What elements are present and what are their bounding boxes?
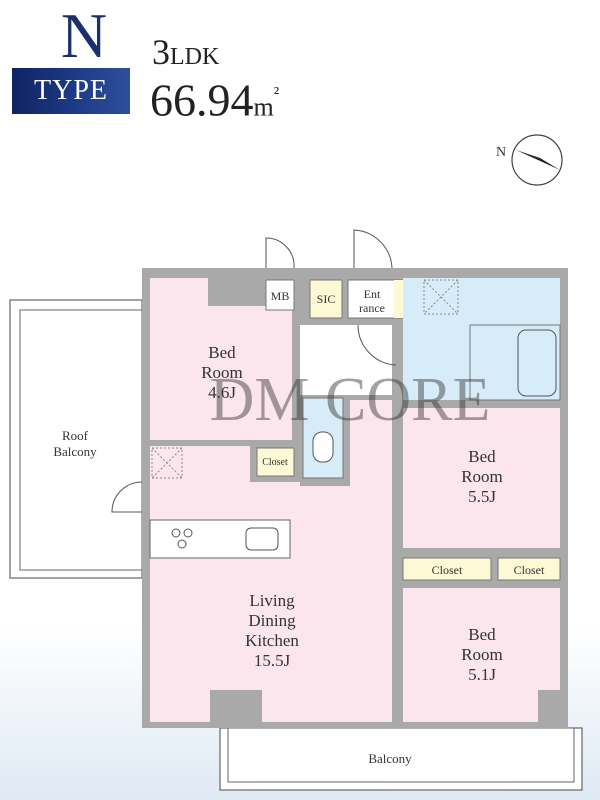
- hallway: [300, 325, 392, 395]
- closet-small: [256, 447, 295, 477]
- vent-icon: [151, 447, 183, 479]
- watermark: DM CORE: [210, 366, 491, 434]
- sic: [309, 279, 343, 319]
- closet-a-label: Closet: [432, 563, 463, 577]
- closet-small-label: Closet: [262, 457, 288, 468]
- area-unit: m: [253, 92, 274, 122]
- entrance-label1: Ent: [364, 287, 381, 301]
- balcony: Balcony: [219, 727, 583, 791]
- ldk-line2: Dining: [248, 611, 296, 630]
- bedroom-4-6: Bed Room 4.6J: [150, 278, 292, 440]
- door-swing-icon: [357, 324, 397, 366]
- floor-area: 66.94m²: [150, 70, 279, 130]
- balcony-label: Balcony: [368, 751, 412, 766]
- bed3-size: 5.1J: [468, 665, 496, 684]
- bed1-line2: Room: [201, 363, 243, 382]
- sic-label: SIC: [317, 292, 336, 306]
- bed1-line1: Bed: [208, 343, 236, 362]
- entrance-label2: rance: [359, 301, 385, 315]
- bathtub-icon: [517, 329, 557, 397]
- ldk-line1: Living: [249, 591, 295, 610]
- compass-label: N: [496, 145, 506, 160]
- area-value: 66.94: [150, 74, 254, 126]
- type-letter: N: [60, 0, 108, 71]
- bed2-line1: Bed: [468, 447, 496, 466]
- ldk-line3: Kitchen: [245, 631, 299, 650]
- mb-label: MB: [271, 289, 290, 303]
- roof-balcony: Roof Balcony: [9, 299, 143, 579]
- entrance-door-icon: [353, 229, 393, 269]
- closet-b: [497, 557, 561, 581]
- type-label-box: TYPE: [12, 68, 130, 114]
- toilet-icon: [312, 431, 334, 463]
- layout-label: 3LDK: [152, 34, 219, 75]
- bed3-line1: Bed: [468, 625, 496, 644]
- vent-icon: [423, 279, 459, 315]
- closet-a: [402, 557, 492, 581]
- ldk-size: 15.5J: [254, 651, 291, 670]
- closet-b-label: Closet: [514, 563, 545, 577]
- layout-suffix: LDK: [170, 44, 220, 70]
- area-unit-sup: ²: [273, 83, 280, 103]
- stove-icon: [171, 528, 193, 549]
- layout-number: 3: [152, 32, 170, 72]
- door-swing-icon: [111, 481, 143, 513]
- compass-icon: N: [496, 134, 563, 186]
- roof-balcony-line2: Balcony: [53, 444, 97, 459]
- roof-balcony-line1: Roof: [62, 428, 89, 443]
- meter-box: [265, 279, 295, 311]
- bed1-size: 4.6J: [208, 383, 236, 402]
- bedroom-5-5: Bed Room 5.5J: [403, 408, 560, 548]
- bedroom-5-1: Bed Room 5.1J: [403, 588, 560, 722]
- bed2-line2: Room: [461, 467, 503, 486]
- living-dining-kitchen: Living Dining Kitchen 15.5J: [149, 400, 392, 722]
- door-swing-icon: [265, 237, 295, 269]
- bed2-size: 5.5J: [468, 487, 496, 506]
- bed3-line2: Room: [461, 645, 503, 664]
- sink-icon: [245, 527, 279, 551]
